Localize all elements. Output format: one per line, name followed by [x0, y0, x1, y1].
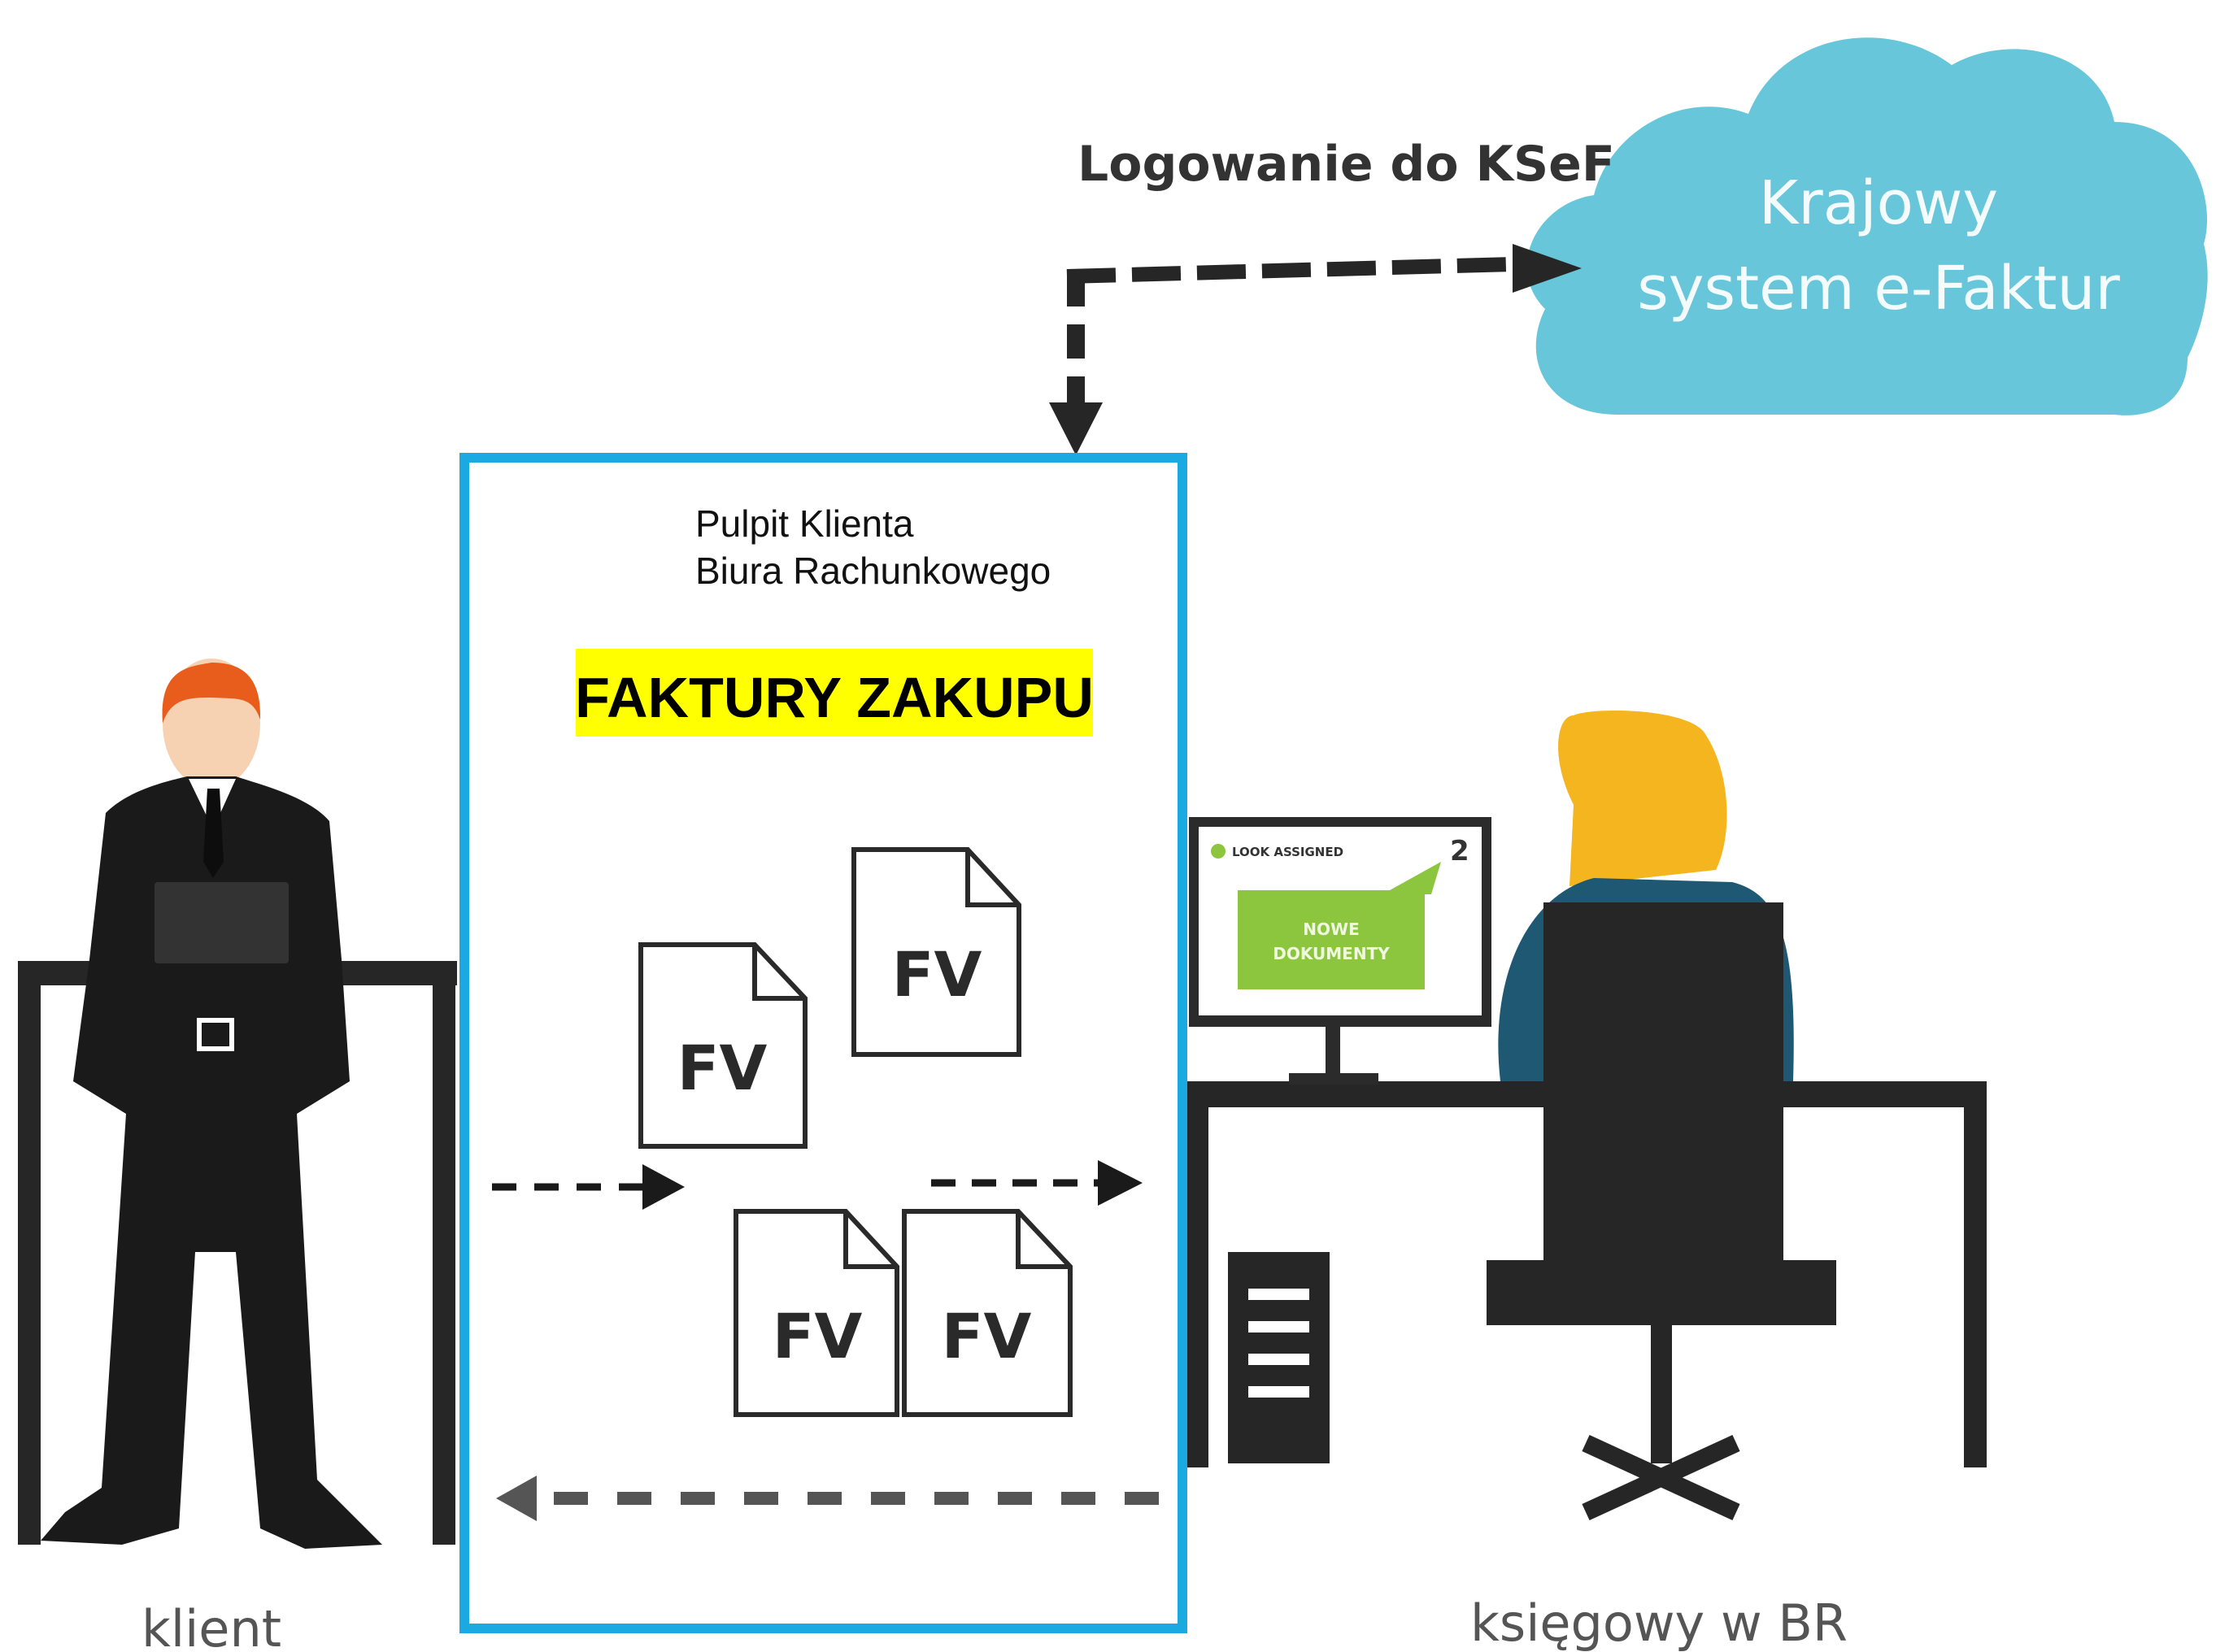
ksef-arrow-down-head — [1049, 402, 1103, 455]
accountant-desk-leg-right — [1964, 1106, 1987, 1467]
monitor-notification-box — [1238, 890, 1425, 989]
monitor-notification-line2: DOKUMENTY — [1273, 944, 1390, 963]
chair-back — [1543, 902, 1783, 1276]
accountant-label: księgowy w BR — [1470, 1593, 1848, 1652]
computer-tower — [1228, 1252, 1330, 1463]
monitor-notification-tail — [1382, 862, 1441, 894]
ksef-arrow-horizontal — [1066, 257, 1513, 284]
cloud-label-line1: Krajowy — [1759, 168, 1998, 238]
monitor: LOOK ASSIGNED 2 NOWE DOKUMENTY — [1189, 817, 1491, 1085]
invoice-document-icon: FV — [851, 847, 1021, 1057]
monitor-brand-icon — [1211, 844, 1226, 859]
chair-seat — [1487, 1260, 1836, 1325]
client-label: klient — [141, 1599, 281, 1652]
client-belt-buckle — [197, 1018, 234, 1051]
client-laptop — [155, 882, 289, 963]
arrow-portal-to-accountant — [931, 1160, 1143, 1206]
invoice-label: FV — [942, 1300, 1032, 1372]
ksef-arrow-right-head — [1513, 244, 1582, 293]
ksef-login-label: Logowanie do KSeF — [1078, 136, 1615, 193]
ksef-login-arrow — [1049, 244, 1582, 455]
panel-title-line2: Biura Rachunkowego — [695, 550, 1051, 592]
panel-border — [459, 453, 1187, 1633]
client-suit — [41, 776, 382, 1549]
arrow-accountant-to-client — [496, 1476, 1159, 1521]
accountant-desk-leg-left — [1186, 1106, 1208, 1467]
arrow-client-to-portal — [492, 1164, 685, 1210]
client-hair — [162, 663, 261, 724]
invoice-label: FV — [892, 938, 982, 1011]
client-tie — [203, 789, 224, 878]
cloud-label-line2: system e-Faktur — [1637, 254, 2120, 324]
accountant-workstation: LOOK ASSIGNED 2 NOWE DOKUMENTY — [1186, 711, 1987, 1520]
invoice-document-icon: FV — [734, 1209, 899, 1417]
invoice-document-icon: FV — [638, 942, 808, 1149]
panel-title-line1: Pulpit Klienta — [695, 502, 914, 545]
chair-post — [1651, 1321, 1672, 1463]
invoice-label: FV — [773, 1300, 863, 1372]
panel-banner: FAKTURY ZAKUPU — [575, 666, 1094, 729]
client-portal-panel: Pulpit Klienta Biura Rachunkowego FAKTUR… — [459, 453, 1187, 1633]
monitor-brand: LOOK ASSIGNED — [1232, 845, 1343, 859]
client-desk-leg-left — [18, 984, 41, 1545]
monitor-notification-line1: NOWE — [1303, 919, 1359, 939]
panel-banner-bg — [576, 649, 1093, 737]
invoice-label: FV — [677, 1032, 768, 1104]
cloud-shape — [1526, 37, 2208, 415]
client-figure — [18, 659, 457, 1549]
accountant-hair — [1558, 711, 1727, 886]
cloud-ksef: Krajowy system e-Faktur — [1526, 37, 2208, 415]
invoice-document-icon: FV — [902, 1209, 1073, 1417]
client-desk-leg-right — [433, 984, 455, 1545]
monitor-badge: 2 — [1450, 835, 1469, 867]
chair-base-b — [1582, 1435, 1740, 1520]
